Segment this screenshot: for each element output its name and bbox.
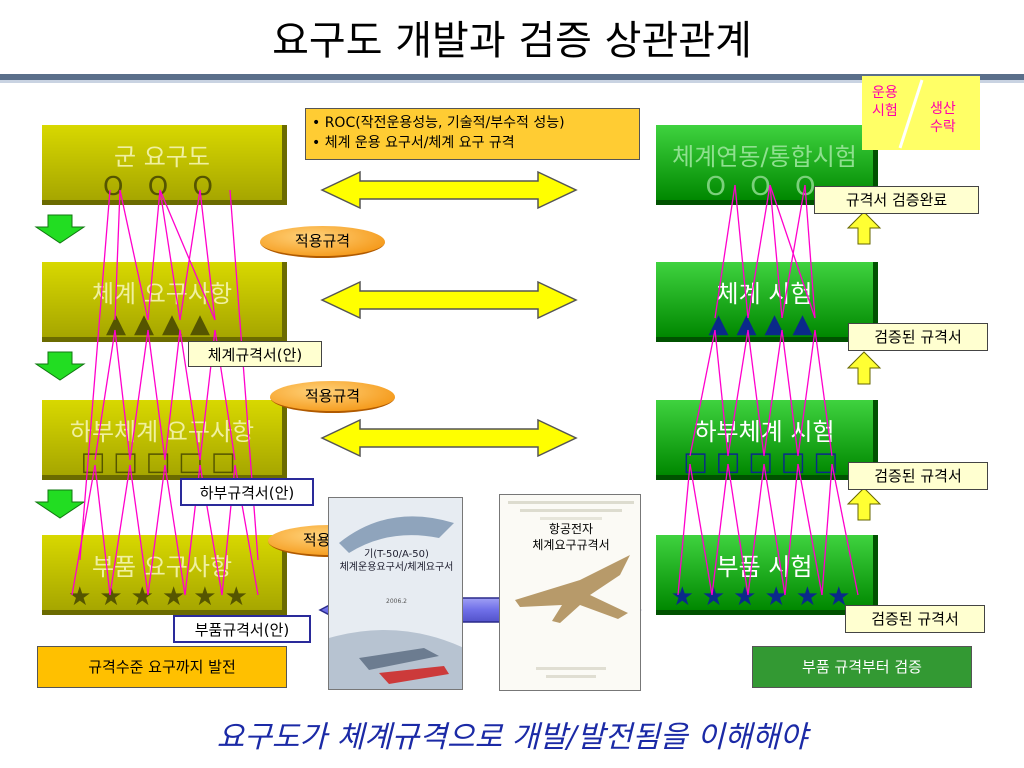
left-box-part-requirements: 부품 요구사항 ★★★★★★ <box>42 535 287 615</box>
legend-operational-test: 운용 시험 <box>872 84 898 120</box>
right-box-system-test: 체계 시험 ▲▲▲▲ <box>656 262 878 342</box>
down-arrow-icon <box>34 214 86 244</box>
right-box-part-test: 부품 시험 ★★★★★★ <box>656 535 878 615</box>
document-image-operational-requirements: 기(T-50/A-50) 체계운용요구서/체계요구서 2006.2 <box>328 497 463 690</box>
right-box-title: 체계연동/통합시험 <box>672 143 857 171</box>
roc-bullet: • ROC(작전운용성능, 기술적/부수적 성능) <box>312 115 565 131</box>
apply-spec-badge: 적용규격 <box>270 381 395 413</box>
up-arrow-icon <box>846 487 882 521</box>
spec-verified-complete-label: 규격서 검증완료 <box>814 186 979 214</box>
legend-text: 생산 <box>930 101 956 117</box>
title-rule-light <box>0 80 1024 83</box>
apply-spec-badge: 적용규격 <box>260 226 385 258</box>
left-connector-lines <box>71 189 259 596</box>
part-spec-draft-label: 부품규격서(안) <box>173 615 311 643</box>
left-box-marks: ★★★★★★ <box>68 582 256 612</box>
system-spec-draft-label: 체계규격서(안) <box>188 341 322 367</box>
legend-text: 수락 <box>930 119 956 135</box>
left-box-system-requirements: 체계 요구사항 ▲▲▲▲ <box>42 262 287 342</box>
right-box-title: 부품 시험 <box>716 553 813 581</box>
doc1-title-line: 기(T-50/A-50) <box>364 549 429 560</box>
right-box-title: 하부체계 시험 <box>694 418 835 446</box>
down-arrow-icon <box>34 351 86 381</box>
left-box-title: 군 요구도 <box>114 143 210 171</box>
legend-box: 운용 시험 생산 수락 <box>862 76 980 150</box>
verified-spec-label: 검증된 규격서 <box>848 323 988 351</box>
right-box-subsystem-test: 하부체계 시험 □□□□□ <box>656 400 878 480</box>
up-arrow-icon <box>846 351 882 385</box>
doc2-title-line: 항공전자 <box>548 522 594 536</box>
legend-slash <box>898 79 924 149</box>
right-box-marks: □□□□□ <box>683 447 846 477</box>
document-cover-art <box>500 495 640 690</box>
title-rule-dark <box>0 74 1024 80</box>
up-arrow-icon <box>846 211 882 245</box>
legend-text: 시험 <box>872 103 898 119</box>
page-title: 요구도 개발과 검증 상관관계 <box>272 18 752 64</box>
left-box-marks: □□□□□ <box>80 447 244 477</box>
doc1-title: 기(T-50/A-50) 체계운용요구서/체계요구서 <box>329 548 462 574</box>
document-image-avionics-requirements: 항공전자 체계요구규격서 <box>499 494 641 691</box>
doc2-title-line: 체계요구규격서 <box>532 538 610 552</box>
roc-bullet: • 체계 운용 요구서/체계 요구 규격 <box>312 135 515 151</box>
right-box-title: 체계 시험 <box>716 280 813 308</box>
note-spec-level-development: 규격수준 요구까지 발전 <box>37 646 287 688</box>
double-arrow-icon <box>320 170 578 210</box>
doc1-title-line: 체계운용요구서/체계요구서 <box>339 562 454 573</box>
legend-text: 운용 <box>872 85 898 101</box>
legend-production-acceptance: 생산 수락 <box>930 100 956 136</box>
double-arrow-icon <box>320 418 578 458</box>
left-box-marks: ▲▲▲▲ <box>106 309 218 339</box>
note-part-spec-verification: 부품 규격부터 검증 <box>752 646 972 688</box>
verified-spec-label: 검증된 규격서 <box>845 605 985 633</box>
down-arrow-icon <box>34 489 86 519</box>
right-box-marks: O O O <box>705 172 824 202</box>
double-arrow-icon <box>320 280 578 320</box>
verified-spec-label: 검증된 규격서 <box>848 462 988 490</box>
summary-statement: 요구도가 체계규격으로 개발/발전됨을 이해해야 <box>216 720 808 755</box>
subsystem-spec-draft-label: 하부규격서(안) <box>180 478 314 506</box>
right-connector-lines <box>677 184 859 596</box>
document-cover-art <box>329 498 462 689</box>
right-box-marks: ▲▲▲▲ <box>708 309 821 339</box>
doc1-date: 2006.2 <box>386 598 407 605</box>
doc2-overlay-title: 항공전자 체계요구규격서 <box>500 521 640 553</box>
roc-note: • ROC(작전운용성능, 기술적/부수적 성능) • 체계 운용 요구서/체계… <box>305 108 640 160</box>
